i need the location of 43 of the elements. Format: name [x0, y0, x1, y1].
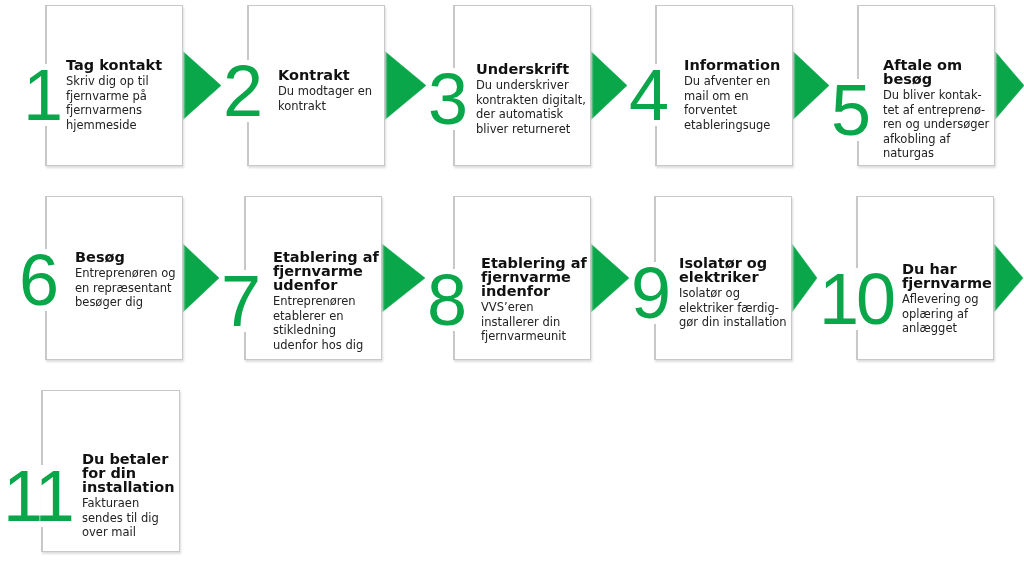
chevron-arrow	[993, 243, 1024, 313]
step-heading: Tag kontakt	[66, 58, 163, 72]
step-number: 5	[830, 79, 870, 140]
step-heading: Besøg	[75, 250, 125, 264]
step-description: Entreprenøren og en repræsentant besøger dig	[75, 266, 177, 310]
chevron-arrow	[994, 51, 1024, 120]
step-description: VVS’eren installerer din fjernvarmeunit	[481, 300, 568, 344]
step-number: 4	[628, 65, 668, 125]
chevron-arrow	[182, 51, 222, 120]
chevron-arrow	[182, 243, 220, 313]
step-heading: Etablering af fjernvarme indenfor	[481, 256, 588, 298]
step-description: Skriv dig op til fjernvarme på fjernvarmens hjemmeside	[66, 74, 150, 132]
step-heading: Underskrift	[476, 62, 570, 76]
chevron-arrow	[590, 51, 628, 120]
step-heading: Etablering af fjernvarme udenfor	[273, 250, 380, 292]
step-description: Aflevering og oplæring af anlægget	[902, 292, 980, 336]
chevron-arrow	[384, 51, 427, 120]
step-description: Entreprenøren etablerer en stikledning udenfor hos dig	[273, 294, 365, 352]
chevron-arrow	[590, 243, 630, 313]
step-heading: Isolatør og elektriker	[679, 256, 769, 284]
step-number: 7	[220, 271, 260, 331]
chevron-arrow	[792, 51, 830, 120]
step-heading: Kontrakt	[278, 68, 350, 82]
step-number: 3	[427, 69, 467, 129]
step-number: 10	[818, 269, 895, 329]
step-description: Du underskriver kontrakten digitalt, der automatisk bliver returneret	[476, 78, 587, 136]
step-heading: Du har fjernvarme	[902, 262, 993, 290]
step-description: Du modtager en kontrakt	[278, 84, 374, 113]
step-heading: Du betaler for din installation	[82, 452, 176, 494]
step-number: 8	[426, 270, 466, 330]
step-heading: Information	[684, 58, 781, 72]
step-description: Du bliver kontak-tet af entreprenø-ren og undersøger afkobling af naturgas	[883, 88, 991, 161]
chevron-arrow	[791, 243, 818, 313]
step-number: 1	[22, 65, 62, 125]
step-description: Du afventer en mail om en forventet etableringsuge	[684, 74, 772, 132]
step-description: Isolatør og elektriker færdig-gør din installation	[679, 286, 788, 330]
step-description: Fakturaen sendes til dig over mail	[82, 496, 160, 540]
step-number: 2	[222, 60, 262, 121]
chevron-arrow	[381, 243, 426, 313]
step-number: 9	[630, 263, 670, 323]
step-number: 11	[2, 466, 73, 526]
step-heading: Aftale om besøg	[883, 58, 964, 86]
step-number: 6	[18, 250, 58, 310]
